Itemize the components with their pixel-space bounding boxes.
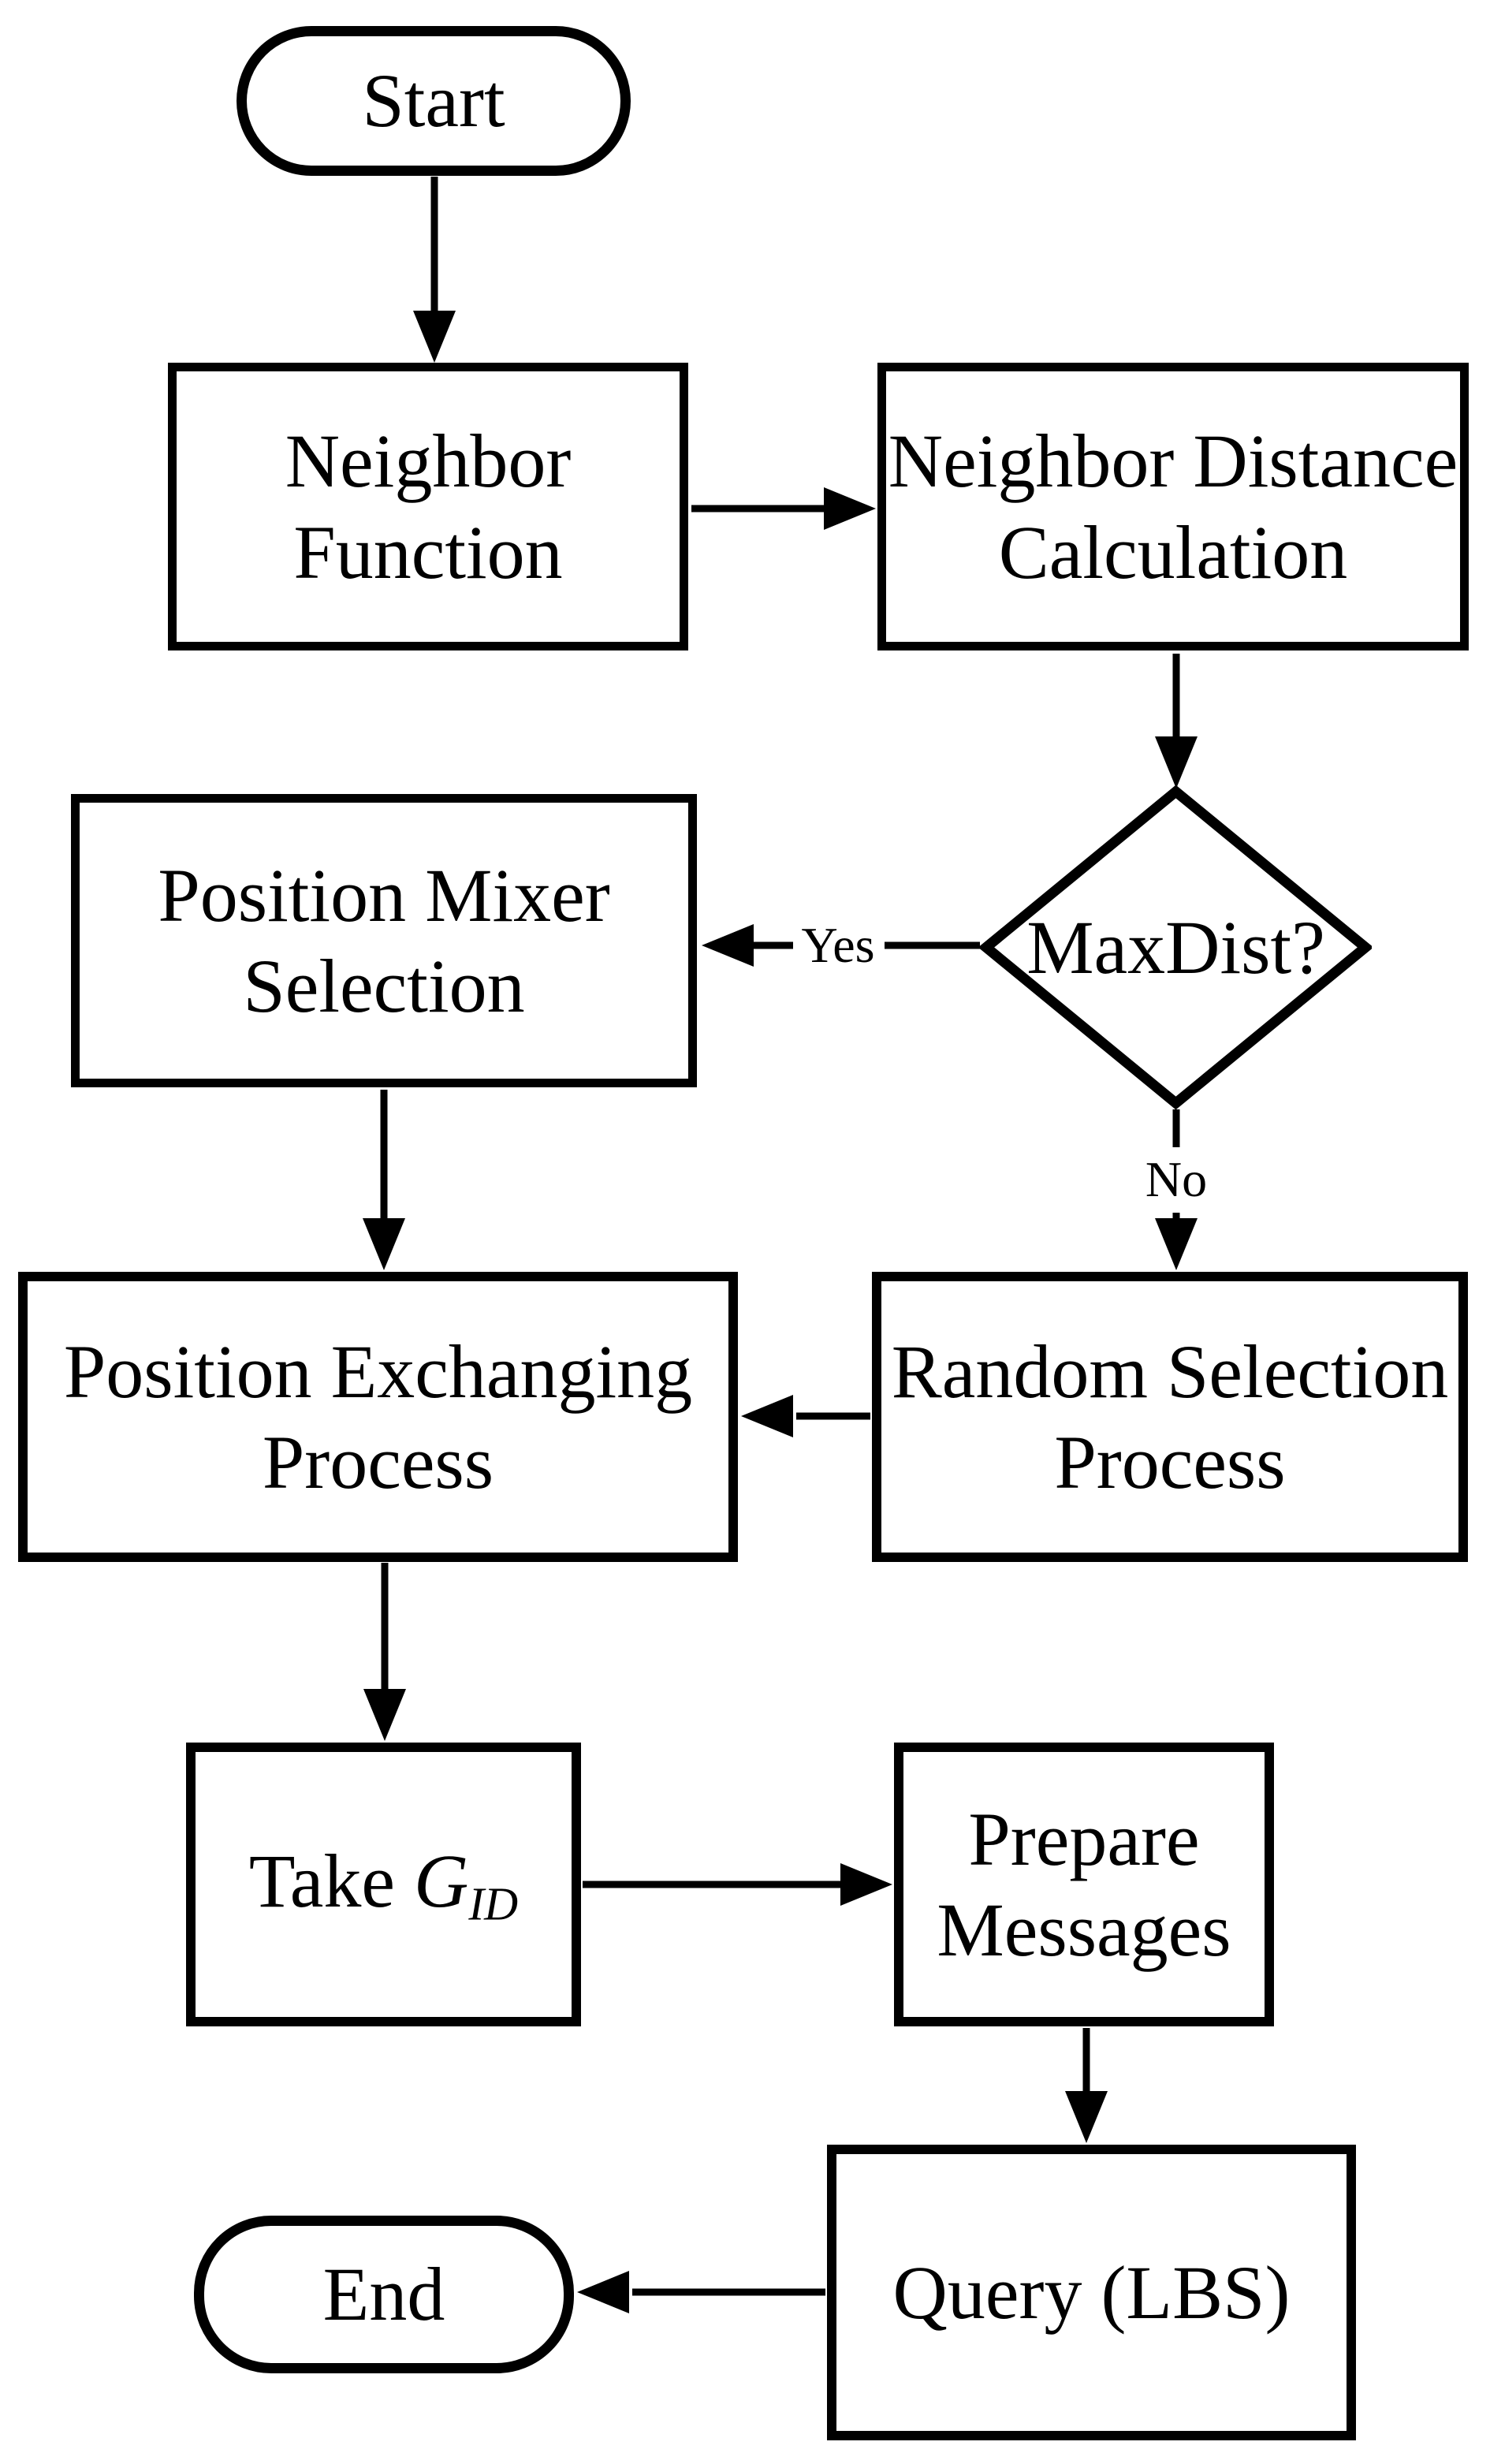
node-maxdist-decision-label: MaxDist? (1026, 904, 1325, 990)
node-query-lbs: Query (LBS) (827, 2145, 1356, 2440)
node-take-gid: Take GID (186, 1743, 581, 2026)
arrow-query-lbs-to-end (577, 2271, 825, 2313)
arrow-prepare-messages-to-query-lbs (1065, 2028, 1108, 2143)
arrow-maxdist-no-to-random-selection-process (1155, 1109, 1198, 1270)
arrow-neighbor-distance-calculation-to-maxdist (1155, 654, 1198, 788)
node-end: End (194, 2216, 574, 2373)
edge-label-no: No (1145, 1151, 1208, 1207)
node-maxdist-decision: MaxDist? (980, 785, 1372, 1109)
node-position-mixer-selection-label: Position Mixer Selection (158, 852, 610, 1028)
arrow-position-exchanging-to-take-gid (363, 1563, 406, 1741)
node-position-exchanging-process: Position Exchanging Process (18, 1272, 738, 1562)
node-neighbor-distance-calculation-label: Neighbor Distance Calculation (888, 419, 1458, 595)
node-position-exchanging-process-label: Position Exchanging Process (63, 1329, 693, 1504)
arrow-position-mixer-selection-to-position-exchanging (363, 1090, 405, 1270)
node-query-lbs-label: Query (LBS) (892, 2250, 1291, 2335)
node-neighbor-function: Neighbor Function (168, 363, 688, 650)
take-gid-subscript: ID (468, 1878, 519, 1931)
node-end-label: End (322, 2252, 445, 2337)
arrow-maxdist-yes-to-position-mixer-selection (702, 924, 980, 967)
node-prepare-messages-label: Prepare Messages (937, 1796, 1231, 1972)
node-take-gid-label: Take GID (249, 1836, 518, 1933)
arrow-neighbor-function-to-neighbor-distance-calculation (691, 487, 876, 530)
take-gid-prefix: Take (248, 1839, 414, 1924)
node-prepare-messages: Prepare Messages (894, 1743, 1274, 2026)
node-neighbor-distance-calculation: Neighbor Distance Calculation (877, 363, 1469, 650)
node-random-selection-process-label: Random Selection Process (891, 1329, 1449, 1504)
arrow-start-to-neighbor-function (413, 177, 456, 363)
node-start-label: Start (362, 58, 505, 144)
arrow-take-gid-to-prepare-messages (583, 1863, 892, 1906)
edge-label-yes: Yes (801, 917, 875, 973)
decision-diamond-shape (980, 785, 1372, 1109)
node-neighbor-function-label: Neighbor Function (285, 419, 572, 595)
node-random-selection-process: Random Selection Process (872, 1272, 1468, 1562)
node-position-mixer-selection: Position Mixer Selection (71, 794, 697, 1087)
take-gid-symbol: G (414, 1839, 469, 1924)
node-start: Start (237, 26, 631, 176)
arrow-random-selection-to-position-exchanging (741, 1395, 870, 1437)
